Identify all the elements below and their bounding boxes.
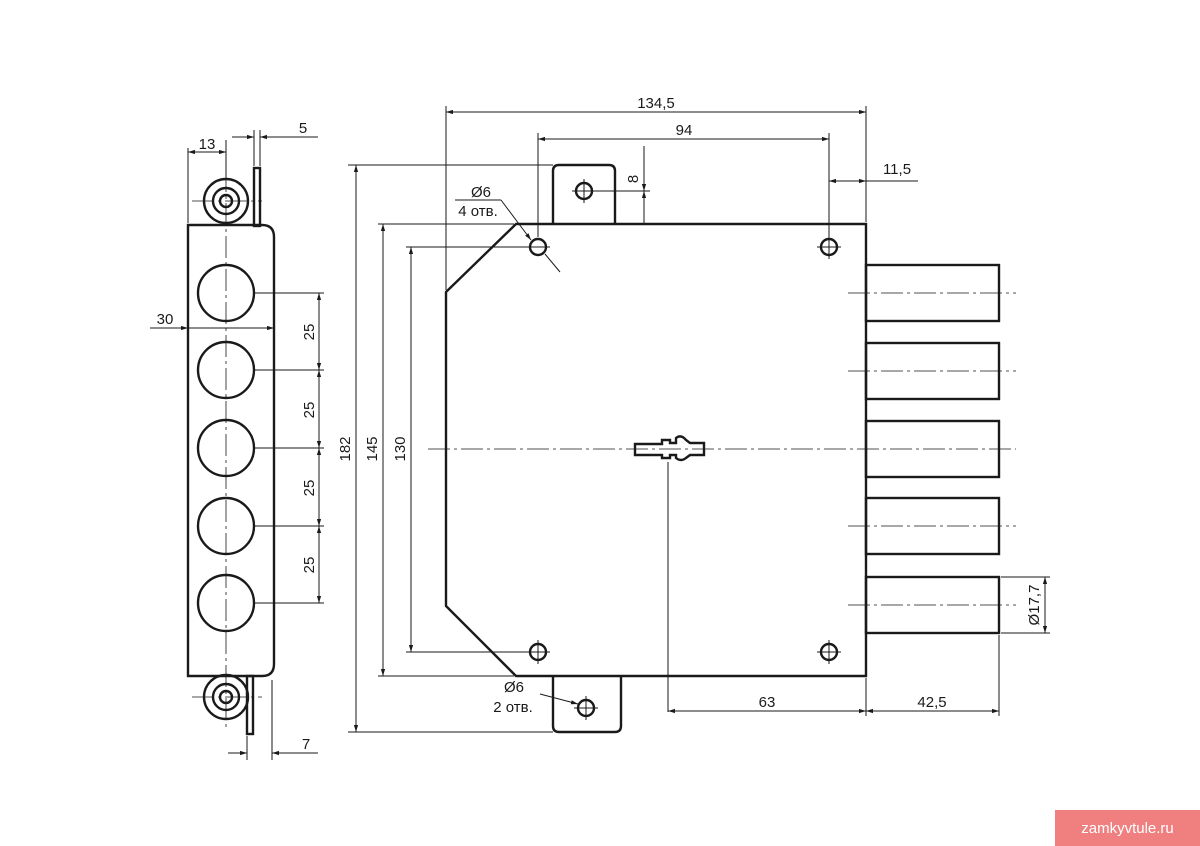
note-top-leader bbox=[500, 199, 532, 241]
dim-25-2: 25 bbox=[301, 402, 318, 419]
dim-134-5: 134,5 bbox=[637, 95, 675, 112]
note-top-count: 4 отв. bbox=[458, 203, 498, 220]
side-view: 13 5 30 25 25 25 25 7 bbox=[150, 120, 324, 760]
dim-8: 8 bbox=[625, 175, 642, 183]
dim-25-1: 25 bbox=[301, 324, 318, 341]
dim-145: 145 bbox=[364, 436, 381, 461]
dim-25-4: 25 bbox=[301, 557, 318, 574]
note-bottom-count: 2 отв. bbox=[493, 699, 533, 716]
dim-5: 5 bbox=[299, 120, 307, 137]
side-body bbox=[186, 223, 276, 678]
dim-13: 13 bbox=[199, 136, 216, 153]
front-body bbox=[444, 222, 868, 678]
dim-30: 30 bbox=[157, 311, 174, 328]
dim-130: 130 bbox=[392, 436, 409, 461]
watermark-badge[interactable]: zamkyvtule.ru bbox=[1055, 810, 1200, 846]
dim-42-5: 42,5 bbox=[917, 694, 946, 711]
dim-25-3: 25 bbox=[301, 480, 318, 497]
dim-7: 7 bbox=[302, 736, 310, 753]
dim-17-7: Ø17,7 bbox=[1026, 585, 1043, 626]
side-faceplate-top bbox=[252, 166, 262, 228]
dim-11-5: 11,5 bbox=[883, 161, 911, 178]
dim-63: 63 bbox=[759, 694, 776, 711]
dim-182: 182 bbox=[337, 436, 354, 461]
note-bottom-diameter: Ø6 bbox=[504, 679, 524, 696]
front-bottom-tab bbox=[551, 676, 623, 734]
dim-94: 94 bbox=[676, 122, 693, 139]
side-faceplate-bottom bbox=[245, 674, 255, 736]
note-top-leader-tail bbox=[544, 253, 561, 273]
keyhole bbox=[633, 435, 706, 462]
note-bottom-leader bbox=[539, 693, 579, 705]
front-top-tab bbox=[551, 163, 617, 224]
front-view: 134,5 94 11,5 8 Ø6 4 отв. Ø6 2 отв. 182 bbox=[337, 95, 1050, 734]
note-top-diameter: Ø6 bbox=[471, 184, 491, 201]
